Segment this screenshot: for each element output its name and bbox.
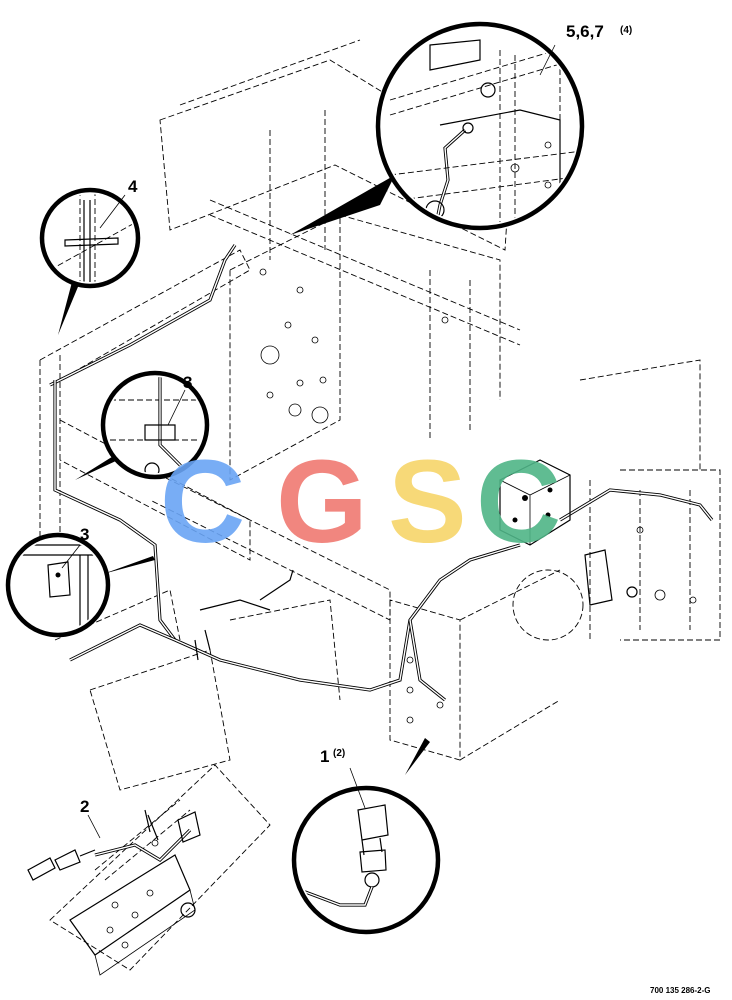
- watermark-letter-c: C: [160, 436, 245, 568]
- round-plate: [512, 549, 638, 641]
- callout-1-label: 1: [320, 747, 329, 766]
- valve-block: [499, 459, 571, 546]
- detail-inset-567: 5,6,7 (4): [290, 21, 632, 235]
- callout-3b-label: 3: [80, 525, 89, 544]
- callout-567-qty: (4): [620, 25, 632, 36]
- machine-frame: [39, 39, 721, 791]
- watermark-letter-c2: C: [476, 436, 561, 568]
- watermark: C G S C: [160, 436, 561, 568]
- callout-4-label: 4: [128, 177, 138, 196]
- detail-inset-3-upper: 3: [75, 370, 210, 480]
- detail-inset-4: 4: [39, 177, 141, 335]
- detail-inset-3-lower: 3: [5, 525, 155, 638]
- callout-1-qty: (2): [333, 748, 345, 759]
- callout-2-label: 2: [80, 797, 89, 816]
- callout-3a-label: 3: [183, 373, 192, 392]
- detail-2: 2: [27, 764, 271, 976]
- watermark-letter-g: G: [276, 436, 368, 568]
- callout-567-label: 5,6,7: [566, 22, 604, 41]
- hose-assembly: [49, 244, 714, 702]
- drawing-number: 700 135 286-2-G: [650, 986, 711, 995]
- watermark-letter-s: S: [388, 436, 467, 568]
- detail-inset-1: 1 (2): [291, 738, 441, 935]
